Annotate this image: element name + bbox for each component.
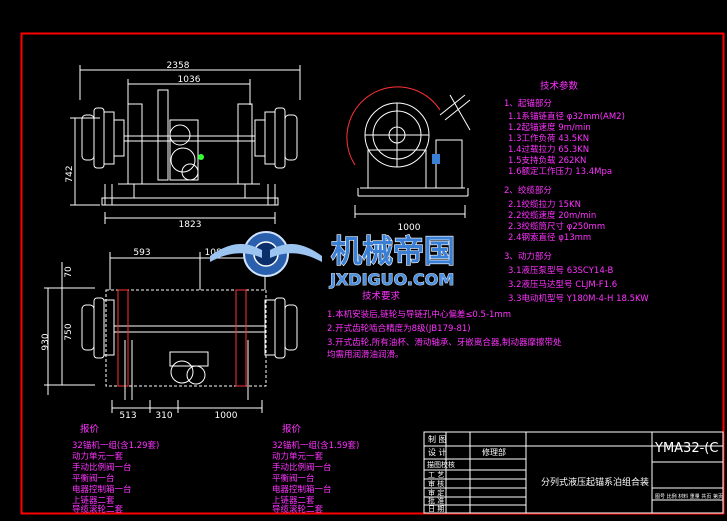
watermark: 机械帝国 JXDIGUO.COM xyxy=(210,231,456,289)
dim-plan-b3: 1000 xyxy=(215,411,238,421)
title-block-checker: 描图校核 xyxy=(427,460,455,469)
title-block-row: 审 核 xyxy=(428,479,444,488)
watermark-line2: JXDIGUO.COM xyxy=(329,270,454,289)
front-view xyxy=(70,65,301,224)
dim-height-front: 742 xyxy=(65,165,75,182)
list-item: 电器控制箱一台 xyxy=(272,484,332,495)
title-block-bottom-labels: 图号 比例 材料 重量 共页 第页 xyxy=(655,493,723,500)
list-item: 手动比例阀一台 xyxy=(272,462,332,473)
left-list: 32锚机一组(含1.29套) 动力单元一套 手动比例阀一台 平衡阀一台 电器控制… xyxy=(72,440,159,515)
list-item: 平衡阀一台 xyxy=(272,473,315,484)
dim-plan-b2: 310 xyxy=(155,411,172,421)
tech-param-item: 1.4过载拉力 65.3KN xyxy=(508,144,589,155)
list-item: 32锚机一组(含1.59套) xyxy=(272,440,359,451)
list-item: 导缆滚轮二套 xyxy=(72,504,124,515)
tech-param-item: 1.6额定工作压力 13.4Mpa xyxy=(508,166,612,177)
right-list: 32锚机一组(含1.59套) 动力单元一套 手动比例阀一台 平衡阀一台 电器控制… xyxy=(272,440,359,515)
drawing-name: 分列式液压起锚系泊组合装 xyxy=(541,476,649,488)
list-item: 动力单元一套 xyxy=(72,451,124,462)
tech-req-item: 1.本机安装后,链轮与导链孔中心偏差≤0.5-1mm xyxy=(327,309,511,320)
dim-plan-b1: 513 xyxy=(119,411,136,421)
tech-req-item: 2.开式齿轮啮合精度为8级(JB179-81) xyxy=(327,323,471,334)
title-block-dept: 修理部 xyxy=(482,447,506,457)
side-view xyxy=(346,86,471,218)
dim-base: 1823 xyxy=(179,220,202,230)
dim-top-inner: 1036 xyxy=(178,75,201,85)
watermark-line1: 机械帝国 xyxy=(331,234,455,270)
dim-plan-top: 70 xyxy=(64,266,74,278)
tech-param-item: 1.1系锚链直径 φ32mm(AM2) xyxy=(508,111,625,122)
tech-param-item: 3.3电动机型号 Y180M-4-H 18.5KW xyxy=(508,293,649,304)
tech-param-item: 2.4钢索直径 φ13mm xyxy=(508,232,591,243)
drawing-frame xyxy=(20,32,725,515)
tech-req-list: 1.本机安装后,链轮与导链孔中心偏差≤0.5-1mm 2.开式齿轮啮合精度为8级… xyxy=(327,309,562,360)
title-block-row: 审 定 xyxy=(428,488,444,497)
drawing-number: YMA32-(C xyxy=(654,441,718,456)
left-list-title: 报价 xyxy=(80,423,100,435)
title-block-row: 批 准 xyxy=(428,496,444,505)
tech-req-title: 技术要求 xyxy=(362,290,401,302)
tech-param-item: 1.5支持负载 262KN xyxy=(508,155,586,166)
list-item: 平衡阀一台 xyxy=(72,473,115,484)
tech-param-item: 3.1液压泵型号 63SCY14-B xyxy=(508,265,613,276)
title-block-row: 日 期 xyxy=(428,505,444,513)
tech-req-item: 3.开式齿轮,所有油杯、滑动轴承、牙嵌离合器,制动器摩擦带处 xyxy=(327,337,562,348)
title-block-row: 工 艺 xyxy=(428,471,444,479)
tech-param-item: 1.3工作负荷 43.5KN xyxy=(508,133,589,144)
tech-param-item: 2.1绞缆拉力 15KN xyxy=(508,199,581,210)
dim-side-width: 1000 xyxy=(398,223,421,233)
title-block-design: 设 计 xyxy=(428,447,447,457)
list-item: 电器控制箱一台 xyxy=(72,484,132,495)
tech-section-title: 3、动力部分 xyxy=(504,251,552,262)
title-block xyxy=(423,431,724,514)
dim-plan-h2: 930 xyxy=(41,333,51,350)
list-item: 导缆滚轮二套 xyxy=(272,504,324,515)
list-item: 手动比例阀一台 xyxy=(72,462,132,473)
tech-params-list: 1、起锚部分 1.1系锚链直径 φ32mm(AM2) 1.2起锚速度 9m/mi… xyxy=(504,98,649,304)
dim-plan-left: 593 xyxy=(133,248,150,258)
plan-view xyxy=(44,252,298,413)
list-item: 上链器二套 xyxy=(272,495,315,506)
list-item: 上链器二套 xyxy=(72,495,115,506)
right-list-title: 报价 xyxy=(282,423,302,435)
tech-param-item: 2.3绞缆筒尺寸 φ250mm xyxy=(508,221,605,232)
tech-section-title: 1、起锚部分 xyxy=(504,98,552,109)
tech-params-title: 技术参数 xyxy=(540,80,579,92)
valve-block xyxy=(432,154,440,164)
tech-param-item: 3.2液压马达型号 CLJM-F1.6 xyxy=(508,279,617,290)
tech-req-item: 均需用润滑油润滑。 xyxy=(327,349,404,360)
dim-top-overall: 2358 xyxy=(167,61,190,71)
tech-param-item: 2.2绞缆速度 20m/min xyxy=(508,210,596,221)
list-item: 32锚机一组(含1.29套) xyxy=(72,440,159,451)
tech-section-title: 2、绞缆部分 xyxy=(504,185,552,196)
title-block-drawn: 制 图 xyxy=(428,434,447,444)
list-item: 动力单元一套 xyxy=(272,451,324,462)
dim-plan-h1: 750 xyxy=(64,323,74,340)
tech-param-item: 1.2起锚速度 9m/min xyxy=(508,122,591,133)
green-marker xyxy=(198,154,204,160)
